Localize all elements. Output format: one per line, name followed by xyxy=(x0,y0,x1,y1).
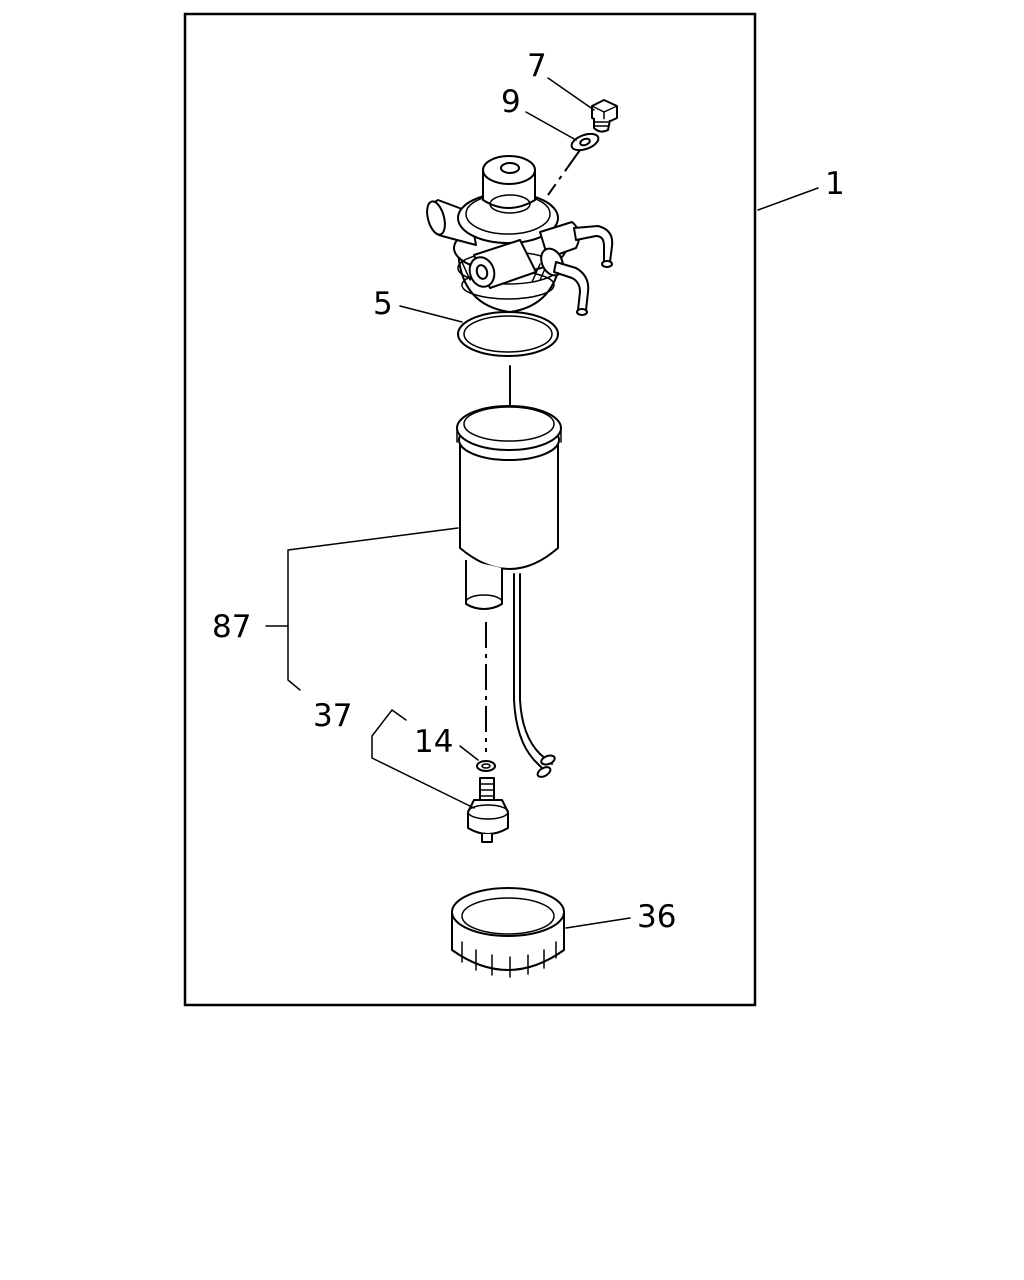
callout-5: 5 xyxy=(373,286,393,322)
assembly-centerline-bolt xyxy=(547,149,581,196)
part-5-o-ring xyxy=(457,311,559,357)
part-87-filter-element xyxy=(456,405,562,778)
filter-head xyxy=(426,155,614,316)
part-14-ring xyxy=(476,760,496,772)
callout-1: 1 xyxy=(825,166,845,202)
callout-36: 36 xyxy=(637,899,676,935)
water-sensor xyxy=(467,777,509,843)
callout-37: 37 xyxy=(313,698,352,734)
callout-9: 9 xyxy=(501,84,521,120)
leader-lines xyxy=(265,77,819,929)
part-9-washer xyxy=(570,132,600,152)
callout-7: 7 xyxy=(527,48,547,84)
part-7-bolt xyxy=(591,99,618,133)
part-36-ring-nut xyxy=(451,887,565,978)
callout-87: 87 xyxy=(212,609,251,645)
callout-14: 14 xyxy=(414,724,453,760)
diagram-frame xyxy=(183,12,757,1007)
